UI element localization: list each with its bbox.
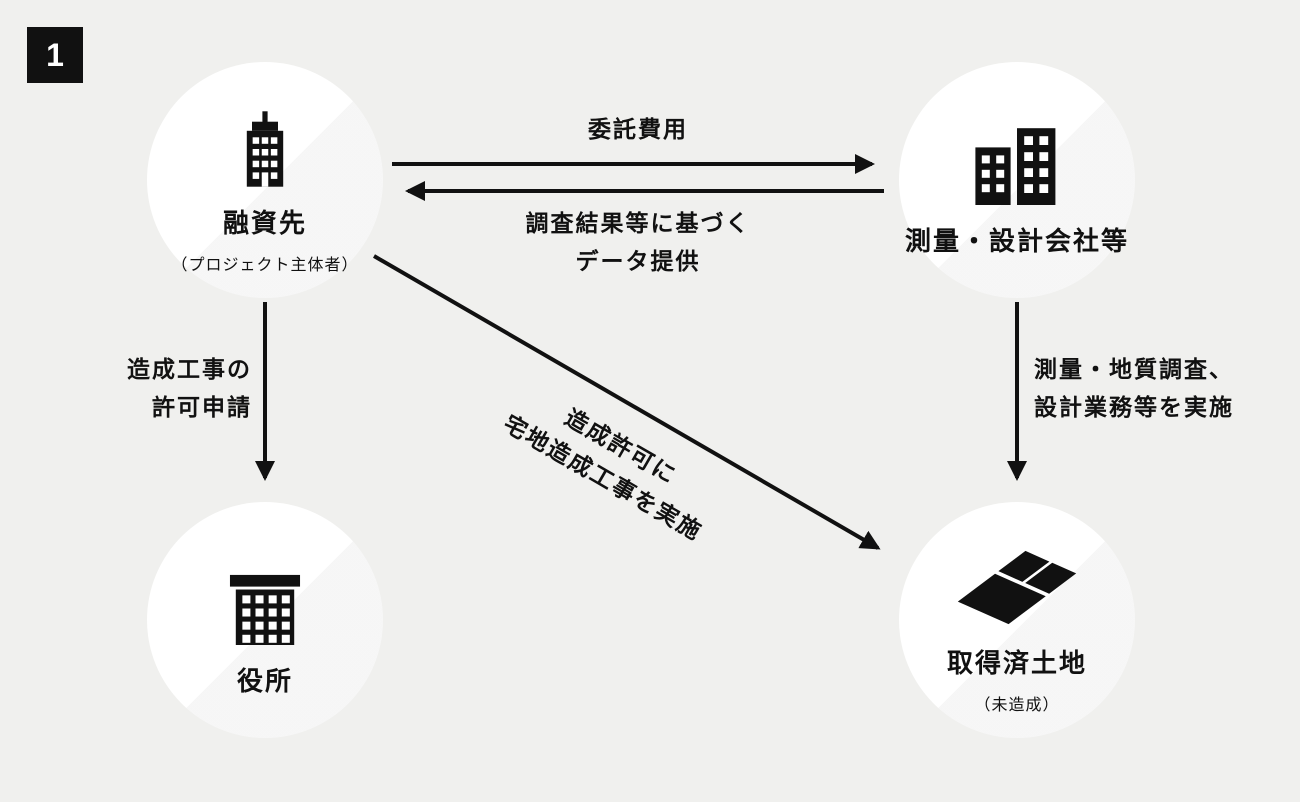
office-building-icon xyxy=(239,107,291,187)
node-acquired-land: 取得済土地 （未造成） xyxy=(899,502,1135,738)
edge-label-survey-execution: 測量・地質調査、 設計業務等を実施 xyxy=(1034,350,1300,426)
edge-label-commission-fee: 委託費用 xyxy=(438,110,838,148)
node-label-lender: 融資先 xyxy=(222,208,307,238)
node-label-government-office: 役所 xyxy=(236,665,293,696)
two-buildings-icon xyxy=(972,125,1062,205)
edge-label-text: 許可申請 xyxy=(152,394,252,420)
edge-label-text: 測量・地質調査、 xyxy=(1034,356,1234,382)
node-lender: 融資先 （プロジェクト主体者） xyxy=(147,62,383,298)
edge-label-text: 委託費用 xyxy=(588,116,688,142)
node-survey-company: 測量・設計会社等 xyxy=(899,62,1135,298)
node-sublabel-acquired-land: （未造成） xyxy=(974,697,1060,714)
node-label-acquired-land: 取得済土地 xyxy=(946,648,1087,678)
land-parcels-icon xyxy=(955,547,1079,627)
node-government-office: 役所 xyxy=(147,502,383,738)
edge-label-text: データ提供 xyxy=(575,248,701,274)
node-label-survey-company: 測量・設計会社等 xyxy=(904,225,1129,256)
edge-label-text: 設計業務等を実施 xyxy=(1034,394,1234,420)
public-office-building-icon xyxy=(224,565,306,645)
edge-label-permit-application: 造成工事の 許可申請 xyxy=(42,350,252,426)
node-sublabel-lender: （プロジェクト主体者） xyxy=(171,257,359,274)
step-number-badge: 1 xyxy=(27,27,83,83)
edge-label-construction-execution: 造成許可に 宅地造成工事を実施 xyxy=(497,375,728,550)
edge-label-data-provision: 調査結果等に基づく データ提供 xyxy=(438,204,838,280)
edge-label-text: 調査結果等に基づく xyxy=(525,210,751,236)
edge-label-text: 造成工事の xyxy=(127,356,252,382)
